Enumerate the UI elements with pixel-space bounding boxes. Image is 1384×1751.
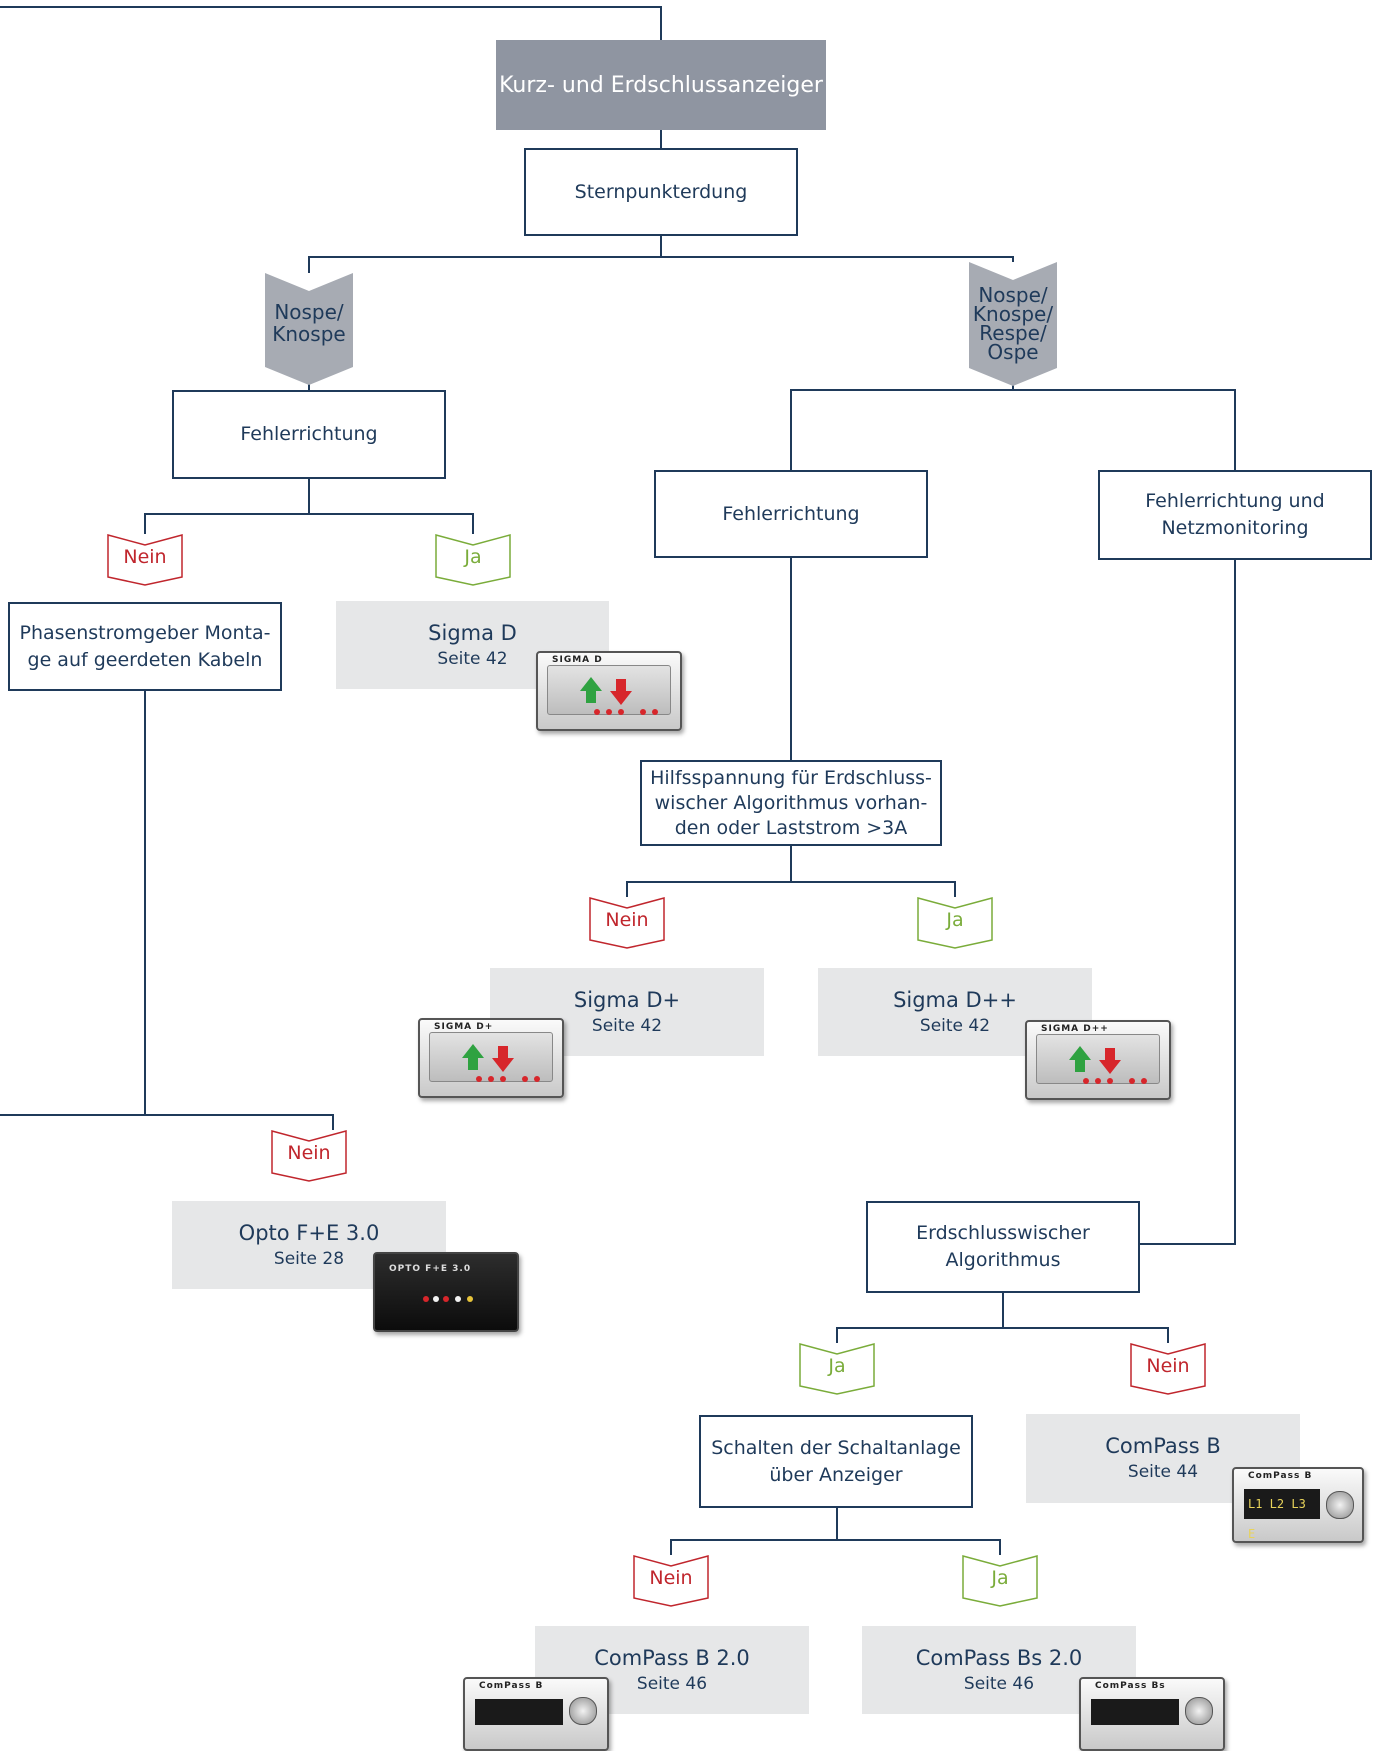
led-icon (1095, 1078, 1101, 1084)
arrow-up-icon (580, 677, 602, 691)
led-icon (433, 1296, 439, 1302)
arrow-up-icon (462, 1044, 484, 1058)
arrow-down-stem (1105, 1048, 1115, 1060)
node-sternpunkterdung: Sternpunkterdung (524, 148, 798, 236)
answer-nein-tag: Nein (271, 1130, 347, 1182)
led-icon (1107, 1078, 1113, 1084)
led-icon (640, 709, 646, 715)
rotary-knob-icon (1185, 1697, 1213, 1725)
led-icon (1141, 1078, 1147, 1084)
device-display (1091, 1699, 1179, 1725)
node-hilfsspannung: Hilfsspannung für Erdschluss- wischer Al… (640, 760, 942, 846)
grounding-arrow-left: Nospe/ Knospe (265, 273, 353, 385)
arrow-up-icon (1069, 1046, 1091, 1060)
answer-ja-tag: Ja (435, 534, 511, 586)
answer-nein-tag: Nein (589, 897, 665, 949)
device-face (547, 665, 671, 715)
arrow-up-stem (1075, 1060, 1085, 1072)
led-icon (500, 1076, 506, 1082)
compass-b-2-device-image: ComPass B (463, 1677, 609, 1751)
led-icon (606, 709, 612, 715)
led-icon (423, 1296, 429, 1302)
led-icon (618, 709, 624, 715)
arrow-down-icon (1099, 1060, 1121, 1074)
led-icon (488, 1076, 494, 1082)
rotary-knob-icon (569, 1697, 597, 1725)
led-icon (443, 1296, 449, 1302)
sigma-d-device-image: SIGMA D (536, 651, 682, 731)
node-phasenstromgeber: Phasenstromgeber Monta- ge auf geerdeten… (8, 602, 282, 691)
rotary-knob-icon (1326, 1491, 1354, 1519)
sigma-d-plusplus-device-image: SIGMA D++ (1025, 1020, 1171, 1100)
led-icon (652, 709, 658, 715)
led-icon (455, 1296, 461, 1302)
led-icon (534, 1076, 540, 1082)
answer-nein-tag: Nein (1130, 1343, 1206, 1395)
answer-ja-tag: Ja (917, 897, 993, 949)
device-face (1036, 1034, 1160, 1084)
arrow-down-icon (492, 1058, 514, 1072)
arrow-up-stem (468, 1058, 478, 1070)
sigma-d-plus-device-image: SIGMA D+ (418, 1018, 564, 1098)
grounding-left-label: Nospe/ Knospe (272, 300, 346, 346)
opto-fe-device-image: OPTO F+E 3.0 (373, 1252, 519, 1332)
answer-nein-tag: Nein (107, 534, 183, 586)
arrow-down-stem (616, 679, 626, 691)
compass-b-device-image: ComPass B L1 L2 L3 E (1232, 1467, 1364, 1543)
answer-ja-tag: Ja (962, 1555, 1038, 1607)
compass-b-display: L1 L2 L3 E (1244, 1489, 1320, 1541)
product-compass-b-2: ComPass B 2.0 Seite 46 (535, 1626, 809, 1714)
arrow-up-stem (586, 691, 596, 703)
led-icon (476, 1076, 482, 1082)
node-fehlerrichtung-mid: Fehlerrichtung (654, 470, 928, 558)
grounding-right-label: Nospe/ Knospe/ Respe/ Ospe (972, 283, 1054, 364)
arrow-down-stem (498, 1046, 508, 1058)
header-title: Kurz- und Erdschlussanzeiger (496, 40, 826, 130)
node-fehlerrichtung-netzmonitoring: Fehlerrichtung und Netzmonitoring (1098, 470, 1372, 560)
answer-nein-tag: Nein (633, 1555, 709, 1607)
led-icon (467, 1296, 473, 1302)
node-schalten: Schalten der Schaltanlage über Anzeiger (699, 1415, 973, 1508)
header-title-text: Kurz- und Erdschlussanzeiger (499, 72, 823, 98)
led-icon (522, 1076, 528, 1082)
led-icon (1129, 1078, 1135, 1084)
answer-ja-tag: Ja (799, 1343, 875, 1395)
grounding-arrow-right: Nospe/ Knospe/ Respe/ Ospe (969, 262, 1057, 386)
node-fehlerrichtung-left: Fehlerrichtung (172, 390, 446, 479)
arrow-down-icon (610, 691, 632, 705)
compass-bs-2-device-image: ComPass Bs (1079, 1677, 1225, 1751)
node-erdschlusswischer: Erdschlusswischer Algorithmus (866, 1201, 1140, 1293)
led-icon (1083, 1078, 1089, 1084)
device-face (429, 1032, 553, 1082)
device-display (475, 1699, 563, 1725)
led-icon (594, 709, 600, 715)
